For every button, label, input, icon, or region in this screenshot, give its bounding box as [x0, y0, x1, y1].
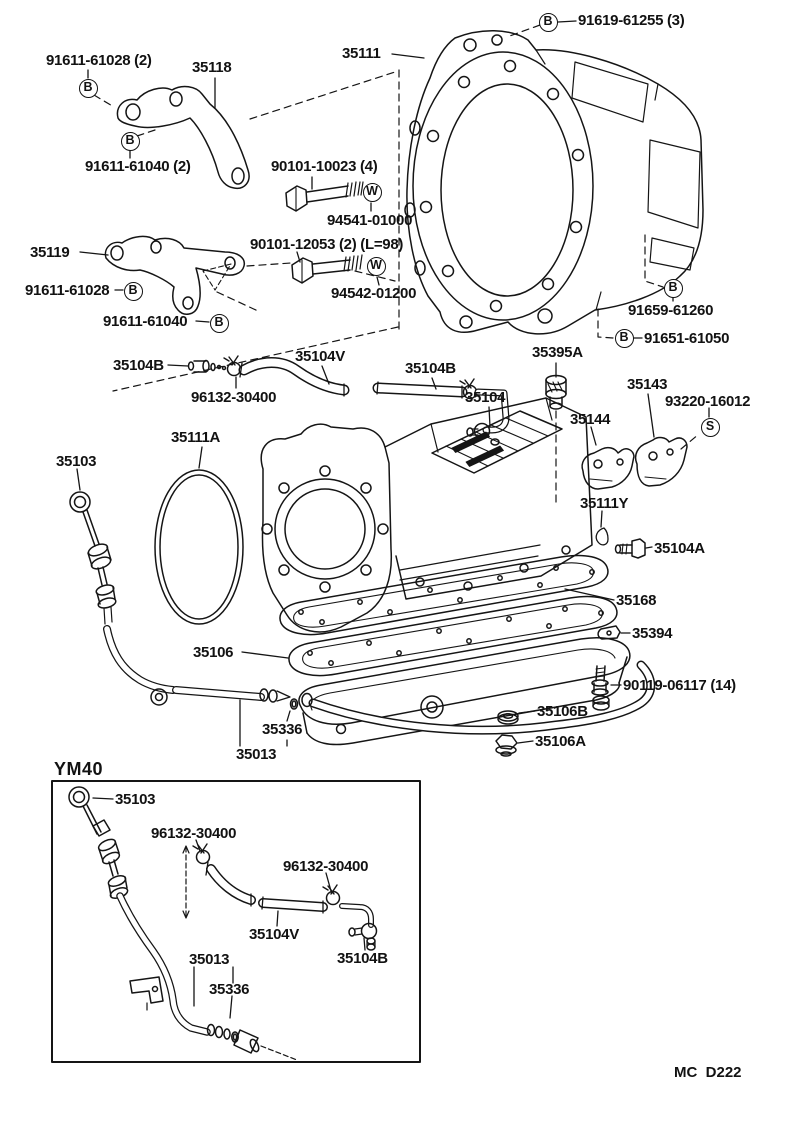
part-label-90101-10023: 90101-10023 (4) [271, 158, 378, 175]
bracket-35144 [581, 446, 635, 490]
part-label-91611-61040: 91611-61040 (2) [85, 158, 191, 175]
part-label-35336: 35336 [262, 721, 303, 738]
fastener-symbol-b: B [123, 281, 143, 301]
oil-pan-35013 [289, 637, 656, 746]
part-label-35013: 35013 [236, 746, 277, 763]
fastener-symbol-s: S [700, 417, 720, 437]
part-label-35168: 35168 [616, 592, 657, 609]
part-label-91651-61050: 91651-61050 [644, 330, 730, 347]
part-label-35104b: 35104B [405, 360, 456, 377]
part-label-35106: 35106 [193, 644, 234, 661]
clamp-35394 [597, 625, 621, 640]
drain-plug-35106a [495, 734, 518, 757]
part-label-35106a: 35106A [535, 733, 586, 750]
fastener-symbol-b: B [209, 313, 229, 333]
bracket-35143 [634, 436, 688, 487]
part-label-91611-61028: 91611-61028 [25, 282, 110, 299]
fastener-symbol-w: W [362, 182, 382, 202]
part-label-35106b: 35106B [537, 703, 588, 720]
inset-ym40 [51, 780, 421, 1063]
part-label-94542-01200: 94542-01200 [331, 285, 417, 302]
footer-code: MC D222 [674, 1064, 742, 1081]
bolt-90119-06117 [591, 665, 609, 696]
part-label-94541-01000: 94541-01000 [327, 212, 413, 229]
part-label-35104b: 35104B [113, 357, 164, 374]
bolt-90101-10023 [285, 181, 364, 212]
part-label-35104v: 35104V [295, 348, 345, 365]
bracket-35118 [116, 85, 250, 190]
part-label-91619-61255: 91619-61255 (3) [578, 12, 685, 29]
part-label-35013: 35013 [189, 951, 230, 968]
part-label-35103: 35103 [115, 791, 156, 808]
bracket-35119 [104, 235, 246, 315]
fastener-symbol-b: B [663, 278, 683, 298]
plug-35395a [545, 374, 567, 410]
part-label-91611-61040: 91611-61040 [103, 313, 188, 330]
part-label-90101-12053: 90101-12053 (2) (L=98) [250, 236, 404, 253]
dipstick-35103 [69, 491, 291, 706]
inset-hoses [182, 843, 378, 951]
part-label-35394: 35394 [632, 625, 673, 642]
part-label-35395a: 35395A [532, 344, 583, 361]
gasket-35168 [279, 554, 609, 636]
construction-lines [93, 24, 700, 505]
part-label-91659-61260: 91659-61260 [628, 302, 714, 319]
part-label-90119-06117: 90119-06117 (14) [623, 677, 736, 694]
part-label-35104a: 35104A [654, 540, 705, 557]
transmission-case [260, 397, 593, 633]
part-label-35104b: 35104B [337, 950, 388, 967]
union-bolt-35104a [614, 538, 646, 559]
part-label-35104: 35104 [465, 389, 506, 406]
part-label-35119: 35119 [30, 244, 70, 261]
gasket-35106 [288, 595, 618, 677]
fastener-symbol-b: B [614, 328, 634, 348]
fastener-symbol-b: B [538, 12, 558, 32]
fastener-symbol-b: B [120, 131, 140, 151]
part-label-35111a: 35111A [171, 429, 221, 446]
leader-lines [76, 20, 710, 1019]
part-label-35336: 35336 [209, 981, 250, 998]
inset-dipstick [68, 786, 298, 1061]
part-label-96132-30400: 96132-30400 [191, 389, 277, 406]
fastener-symbol-w: W [366, 256, 386, 276]
part-label-91611-61028: 91611-61028 (2) [46, 52, 152, 69]
part-label-35111: 35111 [342, 45, 381, 62]
bolt-90101-12053 [291, 254, 363, 284]
part-label-93220-16012: 93220-16012 [665, 393, 751, 410]
bell-housing [404, 30, 704, 335]
part-label-96132-30400: 96132-30400 [151, 825, 237, 842]
part-label-96132-30400: 96132-30400 [283, 858, 369, 875]
part-label-35118: 35118 [192, 59, 232, 76]
part-label-35144: 35144 [570, 411, 611, 428]
inset-title: YM40 [54, 759, 104, 779]
part-label-35103: 35103 [56, 453, 97, 470]
part-label-35143: 35143 [627, 376, 668, 393]
part-label-35104v: 35104V [249, 926, 299, 943]
part-label-35111y: 35111Y [580, 495, 629, 512]
o-ring-35111a [154, 469, 244, 625]
fastener-symbol-b: B [78, 78, 98, 98]
clip-35111y [595, 527, 609, 546]
